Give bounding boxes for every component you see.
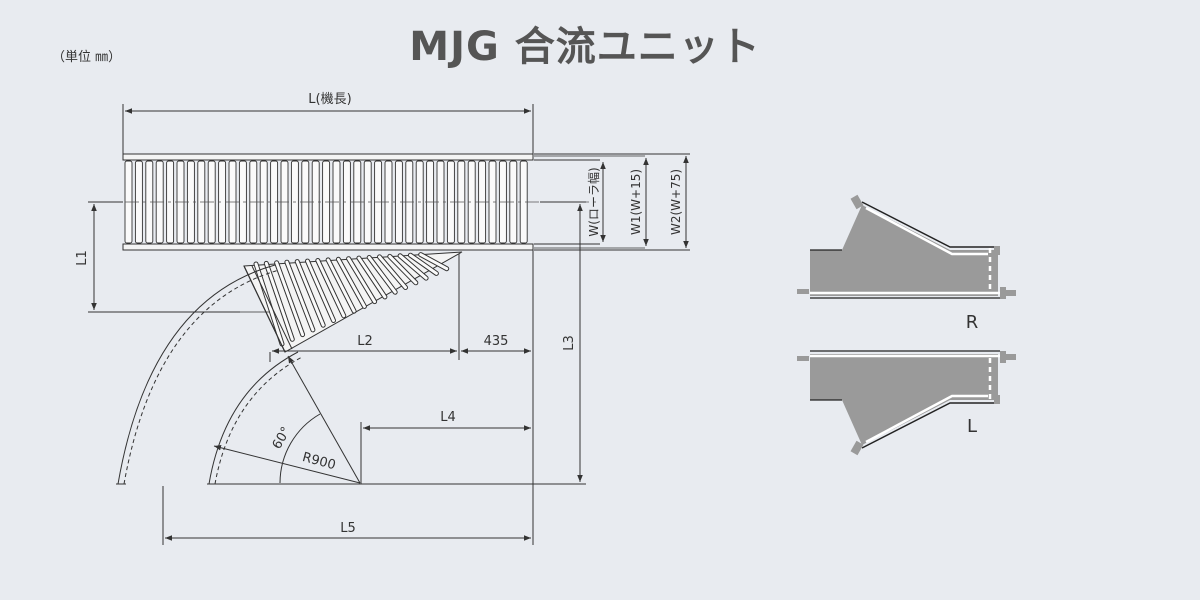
main-rollers bbox=[124, 160, 528, 244]
branch-roller bbox=[388, 254, 418, 285]
branch-roller bbox=[367, 256, 397, 294]
branch-roller bbox=[326, 258, 356, 313]
dim-W2: W2(W+75) bbox=[669, 169, 683, 235]
unit-label: （単位 ㎜） bbox=[52, 50, 122, 65]
branch-roller bbox=[357, 256, 387, 299]
dim-L4: L4 bbox=[440, 410, 456, 425]
branch-roller bbox=[347, 257, 377, 304]
dim-L5: L5 bbox=[340, 521, 356, 536]
page-title: MJG 合流ユニット bbox=[409, 24, 761, 70]
branch-roller bbox=[285, 260, 315, 332]
variant-l-diagram bbox=[797, 350, 1016, 456]
branch-roller bbox=[398, 254, 428, 280]
dim-L: L(機長) bbox=[308, 92, 351, 107]
dim-L3: L3 bbox=[562, 335, 577, 351]
dim-435: 435 bbox=[484, 334, 509, 349]
curve-section bbox=[116, 264, 303, 485]
dim-L1: L1 bbox=[75, 250, 90, 266]
branch-roller bbox=[275, 261, 305, 337]
variant-r-diagram bbox=[797, 194, 1016, 299]
branch-roller bbox=[336, 257, 366, 308]
branch-roller bbox=[264, 261, 294, 341]
dim-L2: L2 bbox=[357, 334, 373, 349]
branch-roller bbox=[295, 260, 325, 327]
dim-angle: 60° bbox=[270, 425, 295, 452]
branch-roller bbox=[419, 253, 449, 271]
branch-roller bbox=[306, 259, 335, 322]
merge-conveyor bbox=[243, 251, 463, 353]
roller bbox=[363, 160, 372, 244]
dimensions bbox=[88, 104, 689, 545]
variant-l-label: L bbox=[967, 416, 977, 437]
roller bbox=[238, 160, 247, 244]
variant-r-label: R bbox=[966, 312, 979, 333]
branch-roller bbox=[316, 259, 346, 318]
branch-rollers bbox=[253, 252, 450, 347]
main-conveyor bbox=[100, 153, 690, 251]
branch-roller bbox=[408, 253, 438, 275]
dim-W: W(ローラ幅) bbox=[586, 167, 601, 236]
branch-roller bbox=[378, 255, 407, 289]
branch-roller bbox=[254, 262, 284, 346]
dim-W1: W1(W+15) bbox=[629, 169, 643, 235]
